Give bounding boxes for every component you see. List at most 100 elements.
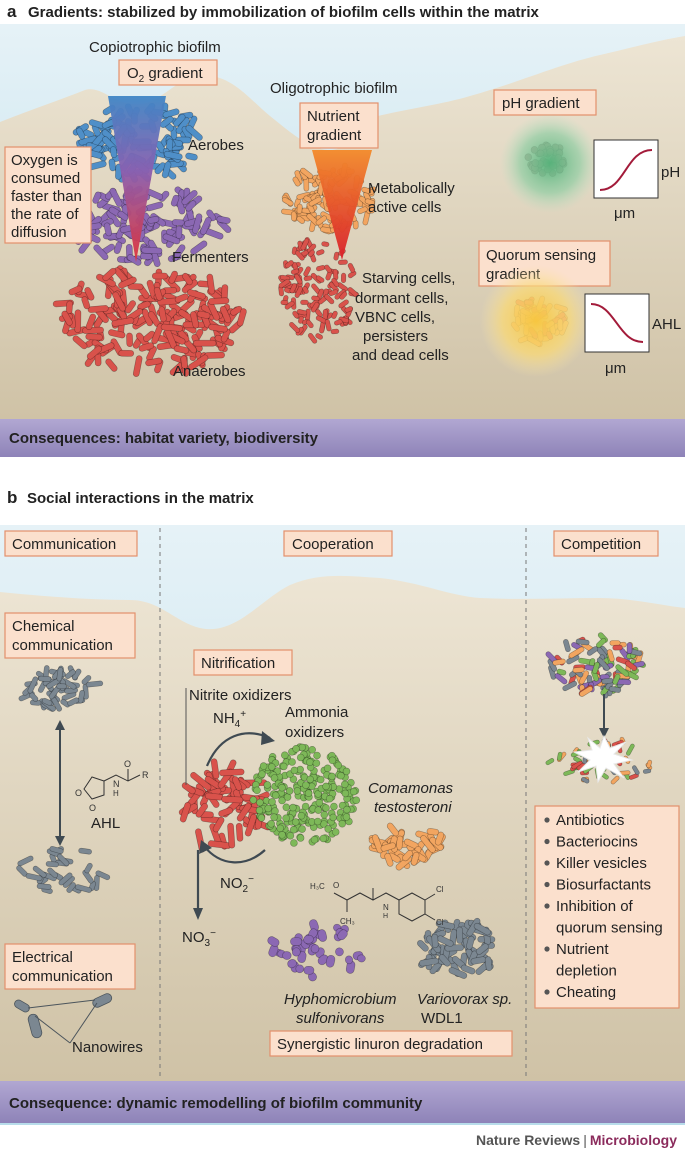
no2-return-arrow xyxy=(203,845,266,864)
no2-arrow-head xyxy=(199,840,212,854)
o2-gradient-cone xyxy=(108,96,166,262)
starving-line-1: Starving cells, xyxy=(362,270,455,287)
comamonas-line-2: testosteroni xyxy=(374,799,452,816)
synergistic-label: Synergistic linuron degradation xyxy=(277,1036,483,1053)
oxygen-box-line-1: Oxygen is xyxy=(11,152,78,169)
competition-item: Bacteriocins xyxy=(556,834,638,851)
nutrient-gradient-cone xyxy=(312,150,372,260)
ahl-atom-o1: O xyxy=(75,788,82,798)
nh4-label: NH4+ xyxy=(213,709,246,730)
fermenters-label: Fermenters xyxy=(172,249,249,266)
oxygen-consumption-box xyxy=(4,146,92,244)
panel-a-title: Gradients: stabilized by immobilization … xyxy=(28,4,540,21)
competition-bullet xyxy=(544,881,550,888)
chemical-comm-line-1: Chemical xyxy=(12,618,75,635)
competition-bullet xyxy=(544,817,550,823)
electrical-comm-line-2: communication xyxy=(12,968,113,985)
competition-item: Inhibition of xyxy=(556,898,634,915)
anaerobe-cells xyxy=(52,265,247,377)
competition-bullet xyxy=(544,989,550,995)
competition-item: quorum sensing xyxy=(556,920,663,937)
chemical-bottom-cells xyxy=(16,845,111,894)
chemical-comm-line-2: communication xyxy=(12,637,113,654)
variovorax-cells xyxy=(417,917,496,979)
competition-item: Antibiotics xyxy=(556,812,624,829)
oligotrophic-label: Oligotrophic biofilm xyxy=(270,80,398,97)
hyphomicrobium-cells xyxy=(267,919,366,982)
linuron-ch3: CH₃ xyxy=(340,917,355,926)
ahl-atom-h: H xyxy=(113,789,119,798)
ammonia-oxidizer-cells xyxy=(249,743,361,847)
metabolically-line-2: active cells xyxy=(368,199,441,216)
competition-item: Killer vesicles xyxy=(556,855,647,872)
mixed-community-cells xyxy=(545,632,646,699)
synergistic-box xyxy=(269,1030,513,1057)
ahl-label: AHL xyxy=(91,815,120,832)
journal-name: Nature Reviews xyxy=(475,1132,581,1148)
electrical-comm-line-1: Electrical xyxy=(12,949,73,966)
starving-line-4: persisters xyxy=(363,328,428,345)
communication-box xyxy=(4,530,138,557)
panel-a-consequence: Consequences: habitat variety, biodivers… xyxy=(9,430,319,447)
ahl-atom-o2: O xyxy=(89,803,96,813)
starving-line-5: and dead cells xyxy=(352,347,449,364)
linuron-n: N xyxy=(383,903,389,912)
variovorax-line-2: WDL1 xyxy=(421,1010,463,1027)
panel-b-cells xyxy=(16,632,653,982)
oxygen-box-line-4: the rate of xyxy=(11,206,79,223)
aerobes-label: Aerobes xyxy=(188,137,244,154)
copiotrophic-label: Copiotrophic biofilm xyxy=(89,39,221,56)
starving-line-3: VBNC cells, xyxy=(355,309,435,326)
competition-arrow-head xyxy=(599,728,609,738)
competition-box xyxy=(553,530,659,557)
journal-subject: Microbiology xyxy=(589,1132,677,1148)
linuron-molecule xyxy=(333,888,436,922)
hyphomicrobium-line-1: Hyphomicrobium xyxy=(284,991,397,1008)
competition-item: Nutrient xyxy=(556,941,609,958)
cooperation-label: Cooperation xyxy=(292,536,374,553)
panel-b: b Social interactions in the matrix Comm… xyxy=(0,488,685,1125)
linuron-h: H xyxy=(383,913,388,920)
competition-item: depletion xyxy=(556,963,617,980)
nanowires-label: Nanowires xyxy=(72,1039,143,1056)
panel-b-biofilm-body xyxy=(0,575,685,1082)
nanowire-cells xyxy=(14,993,113,1044)
panel-b-consequence-bar xyxy=(0,1081,685,1123)
ahl-molecule xyxy=(83,769,141,800)
qs-gradient-line-1: Quorum sensing xyxy=(486,247,596,264)
nitrification-box xyxy=(193,649,293,676)
competition-item: Cheating xyxy=(556,984,616,1001)
o2-gradient-box xyxy=(118,59,218,86)
competition-item: Biosurfactants xyxy=(556,877,651,894)
competition-bullet xyxy=(544,903,550,909)
comamonas-cells xyxy=(368,822,446,871)
panel-b-letter: b xyxy=(7,488,17,507)
hyphomicrobium-line-2: sulfonivorans xyxy=(296,1010,385,1027)
nh4-arrow-head xyxy=(261,731,275,745)
chemical-top-cells xyxy=(18,665,104,712)
comamonas-line-1: Comamonas xyxy=(368,780,454,797)
panel-a: a Gradients: stabilized by immobilizatio… xyxy=(0,2,685,457)
ph-glow xyxy=(500,113,600,213)
nutrient-gradient-box xyxy=(299,102,379,149)
competition-list-box xyxy=(534,805,680,1009)
ammonia-line-1: Ammonia xyxy=(285,704,349,721)
competition-bullet xyxy=(544,838,550,845)
ph-gradient-label: pH gradient xyxy=(502,95,580,112)
ahl-atom-r: R xyxy=(142,770,149,780)
oxygen-box-line-5: diffusion xyxy=(11,224,67,241)
no2-label: NO2− xyxy=(220,874,254,895)
ahl-axis-x: μm xyxy=(605,360,626,377)
panel-b-consequence: Consequence: dynamic remodelling of biof… xyxy=(9,1095,423,1112)
ahl-curve xyxy=(590,303,644,343)
panel-b-title: Social interactions in the matrix xyxy=(27,490,254,507)
chem-arrow-head-down xyxy=(55,836,65,846)
ahl-axis-y: AHL xyxy=(652,316,681,333)
burst-icon xyxy=(572,734,634,784)
ammonia-line-2: oxidizers xyxy=(285,724,344,741)
linuron-cl1: Cl xyxy=(436,885,444,894)
no3-label: NO3− xyxy=(182,928,216,949)
oxygen-box-line-2: consumed xyxy=(11,170,80,187)
